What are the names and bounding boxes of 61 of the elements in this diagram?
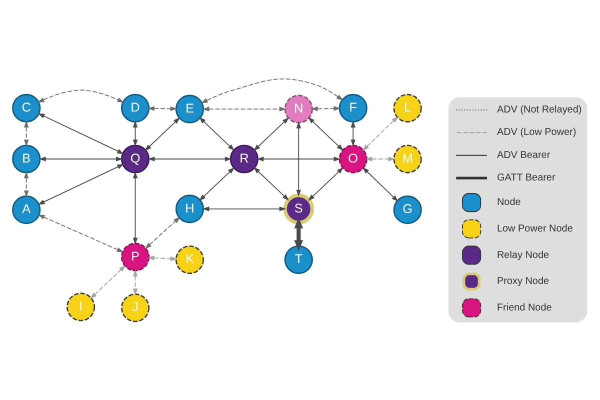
arrow <box>350 120 356 146</box>
node-circle: D <box>120 93 150 122</box>
legend-label: GATT Bearer <box>496 172 556 184</box>
node-circle: O <box>338 144 368 173</box>
arrow <box>308 166 344 200</box>
arrow <box>24 170 29 197</box>
legend-label: Node <box>496 196 521 208</box>
node-circle: R <box>230 144 258 173</box>
legend-label: Friend Node <box>496 302 552 313</box>
node-circle: H <box>175 194 204 223</box>
node-circle: K <box>175 244 204 274</box>
arrow <box>199 166 235 200</box>
arrow <box>132 120 138 146</box>
legend-label: ADV Bearer <box>496 149 550 160</box>
arrow <box>90 264 126 298</box>
node-circle: A <box>12 195 41 224</box>
arrow <box>254 166 290 200</box>
node-circle: L <box>393 93 422 122</box>
arrow <box>38 89 124 102</box>
arrow <box>256 156 341 161</box>
arrow <box>362 166 398 202</box>
arrow <box>202 206 286 211</box>
node-circle: N <box>284 94 313 123</box>
legend-label: ADV (Low Power) <box>496 126 576 138</box>
node-circle: G <box>393 195 422 224</box>
legend-label: Relay Node <box>496 249 550 260</box>
node-circle: B <box>12 144 41 173</box>
node-circle: E <box>175 94 204 123</box>
arrow <box>144 116 180 151</box>
arrow <box>199 116 235 150</box>
node-circle: F <box>338 93 368 122</box>
arrow <box>38 112 124 154</box>
arrow <box>38 163 124 204</box>
legend-label: Low Power Node <box>496 222 573 234</box>
node-circle: Q <box>120 144 150 173</box>
node-circle: C <box>12 93 41 122</box>
arrow <box>148 156 232 161</box>
arrow <box>148 106 178 111</box>
arrow <box>148 255 178 261</box>
arrow <box>362 116 398 150</box>
arrow <box>254 116 290 151</box>
arrow <box>202 106 286 111</box>
arrow <box>38 214 124 252</box>
arrow <box>132 269 138 295</box>
arrow <box>296 121 302 196</box>
arrow <box>24 120 29 146</box>
node-circle: I <box>66 292 96 321</box>
arrow <box>308 116 344 150</box>
node-circle: J <box>120 293 150 322</box>
arrow <box>365 156 396 161</box>
arrow <box>144 216 180 249</box>
node-circle: T <box>284 244 313 274</box>
arrow <box>200 78 344 103</box>
legend-label: ADV (Not Relayed) <box>496 104 582 116</box>
arrow <box>39 156 123 161</box>
legend-label: Proxy Node <box>496 276 550 287</box>
arrow <box>294 216 304 251</box>
node-circle: M <box>393 144 422 173</box>
arrow <box>310 106 341 111</box>
arrow <box>132 170 138 244</box>
node-circle: P <box>120 242 150 271</box>
